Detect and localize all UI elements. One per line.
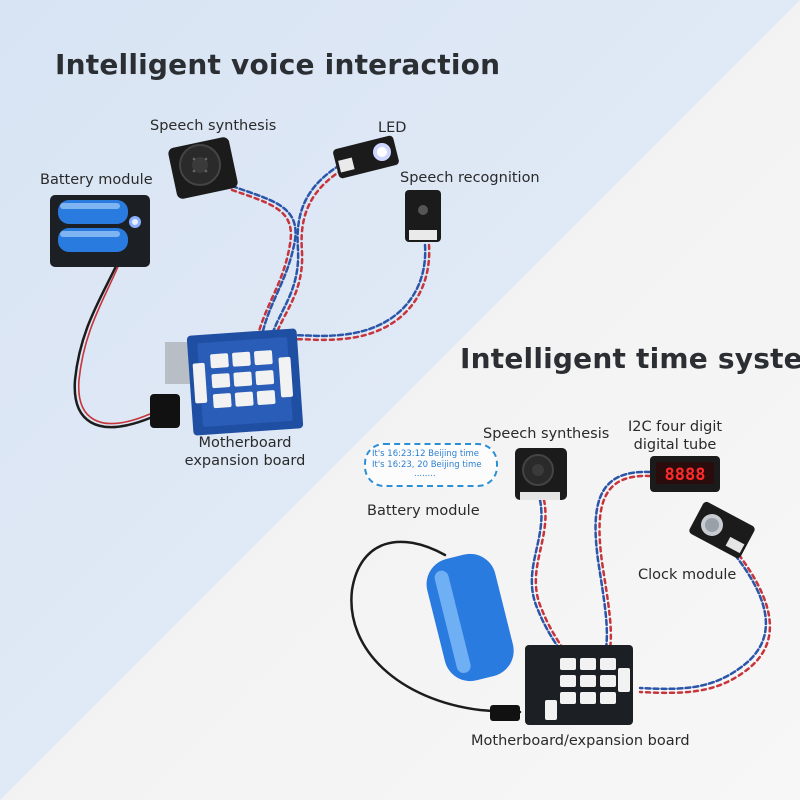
motherboard-bottom xyxy=(490,645,633,725)
wire-speech-top xyxy=(230,184,297,337)
speech-bubble-line3: ........ xyxy=(414,469,436,479)
label-battery-module-bottom: Battery module xyxy=(367,503,480,519)
label-motherboard-bottom: Motherboard/expansion board xyxy=(471,733,690,749)
speech-bubble: It's 16:23:12 Beijing time It's 16:23, 2… xyxy=(364,443,498,487)
bottom-section-title: Intelligent time system xyxy=(460,342,800,375)
speech-synthesis-module-bottom xyxy=(515,448,567,500)
battery-module-top xyxy=(50,195,150,267)
speech-synthesis-module-top xyxy=(168,137,238,199)
speech-bubble-line2: It's 16:23, 20 Beijing time xyxy=(372,460,482,470)
label-led: LED xyxy=(378,120,407,136)
digital-tube-digits: 8888 xyxy=(665,465,706,485)
label-battery-module-top: Battery module xyxy=(40,172,153,188)
wire-led xyxy=(270,163,342,337)
label-motherboard-line2: expansion board xyxy=(184,453,306,469)
clock-module xyxy=(689,501,755,559)
label-speech-recognition: Speech recognition xyxy=(400,170,540,186)
wire-clock-red xyxy=(638,553,772,695)
label-motherboard-top: Motherboard expansion board xyxy=(180,434,310,470)
speech-bubble-line1: It's 16:23:12 Beijing time xyxy=(372,449,480,459)
label-digital-tube-line1: I2C four digit xyxy=(627,419,723,435)
wire-recognition-red xyxy=(288,243,431,344)
battery-pack-bottom xyxy=(426,553,514,682)
wire-tube-red xyxy=(598,474,652,657)
label-clock-module: Clock module xyxy=(638,567,737,583)
wire-speech-bottom-red xyxy=(534,498,568,657)
label-digital-tube: I2C four digit digital tube xyxy=(620,418,730,454)
label-motherboard-line1: Motherboard xyxy=(198,435,292,451)
label-speech-synthesis-top: Speech synthesis xyxy=(150,118,277,134)
top-section-title: Intelligent voice interaction xyxy=(55,48,501,81)
label-digital-tube-line2: digital tube xyxy=(633,437,717,453)
wire-battery-top xyxy=(73,260,152,429)
led-module xyxy=(333,135,399,179)
motherboard-top xyxy=(150,328,304,436)
wire-speech-bottom xyxy=(530,498,564,657)
wire-led-red xyxy=(274,168,344,337)
wire-tube xyxy=(594,470,652,657)
speech-recognition-module xyxy=(405,190,441,242)
wire-battery-top-red xyxy=(77,261,151,425)
label-speech-synthesis-bottom: Speech synthesis xyxy=(483,426,610,442)
wire-speech-top-red xyxy=(230,188,293,337)
wire-recognition xyxy=(286,243,427,340)
wire-clock xyxy=(638,553,768,691)
digital-tube-module: 8888 xyxy=(650,456,720,492)
